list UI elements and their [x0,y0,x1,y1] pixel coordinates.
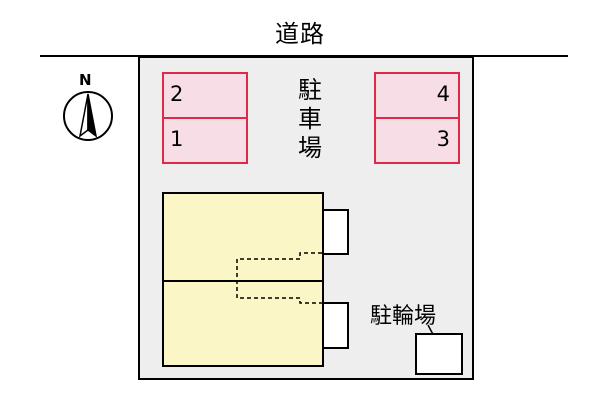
parking-slot-label: 3 [436,127,450,151]
north-arrow-icon [63,91,113,141]
parking-label-char: 車 [298,105,322,133]
bicycle-parking-label: 駐輪場 [370,304,437,329]
interior-dashed-line [236,252,322,304]
building-unit-lower [162,280,324,367]
parking-label-char: 駐 [298,76,322,104]
porch-upper [322,209,349,255]
parking-slot-2: 2 [162,72,248,119]
porch-lower [322,302,349,349]
parking-slot-1: 1 [162,117,248,164]
parking-slot-label: 4 [436,82,450,106]
bicycle-parking-box [415,333,463,375]
parking-label-char: 場 [298,134,322,162]
parking-slot-label: 1 [170,127,184,151]
parking-slot-label: 2 [170,82,184,106]
road-label: 道路 [275,20,325,48]
north-label: N [79,71,92,89]
parking-label: 駐 車 場 [290,76,330,163]
parking-slot-3: 3 [374,117,460,164]
